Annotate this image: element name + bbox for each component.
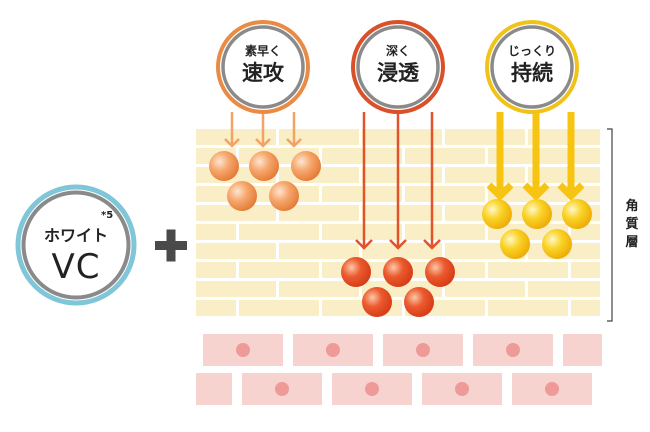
brick bbox=[405, 148, 485, 164]
lasting-arrow-3-head bbox=[557, 182, 585, 201]
brick bbox=[445, 167, 525, 183]
brick bbox=[196, 243, 276, 259]
brick bbox=[362, 243, 442, 259]
deep-arrow-3-head bbox=[423, 239, 441, 250]
fast-particle bbox=[249, 151, 279, 181]
cell-nucleus bbox=[545, 382, 559, 396]
brick bbox=[196, 129, 276, 145]
lasting-arrow-1-head bbox=[486, 182, 514, 201]
lasting-particle bbox=[542, 229, 572, 259]
badge-2-main: 浸透 bbox=[377, 61, 419, 85]
cell-nucleus bbox=[365, 382, 379, 396]
layer-label: 角 質 層 bbox=[622, 198, 642, 252]
brick bbox=[488, 148, 568, 164]
layer-bracket bbox=[607, 128, 613, 322]
fast-particle bbox=[227, 181, 257, 211]
cell-nucleus bbox=[416, 343, 430, 357]
brick bbox=[528, 129, 600, 145]
brick bbox=[488, 300, 568, 316]
living-skin-cells bbox=[196, 334, 602, 405]
deep-particle bbox=[404, 287, 434, 317]
brick bbox=[196, 224, 236, 240]
deep-arrow-2-head bbox=[389, 239, 407, 250]
vc-badge-ring bbox=[15, 184, 137, 306]
brick bbox=[571, 300, 600, 316]
brick bbox=[279, 205, 359, 221]
brick bbox=[445, 129, 525, 145]
brick bbox=[528, 167, 600, 183]
skin-cell bbox=[563, 334, 602, 366]
deep-particle bbox=[383, 257, 413, 287]
brick bbox=[196, 281, 276, 297]
brick bbox=[279, 243, 359, 259]
brick bbox=[362, 129, 442, 145]
badge-2-outer-ring bbox=[351, 20, 445, 114]
brick bbox=[196, 205, 276, 221]
deep-arrow-1-head bbox=[355, 239, 373, 250]
badge-3-main: 持続 bbox=[511, 61, 553, 85]
brick bbox=[362, 205, 442, 221]
penetration-arrows bbox=[224, 112, 585, 250]
lasting-arrow-2-head bbox=[522, 182, 550, 201]
badge-1-inner-ring bbox=[221, 25, 305, 109]
fast-arrow-3-head bbox=[286, 138, 302, 148]
vc-badge-inner-ring bbox=[21, 190, 131, 300]
brick bbox=[405, 224, 485, 240]
fast-arrow-1-head bbox=[224, 138, 240, 148]
cell-nucleus bbox=[326, 343, 340, 357]
brick bbox=[488, 262, 568, 278]
badge-3-sub: じっくり bbox=[507, 44, 556, 58]
skin-cell bbox=[196, 373, 232, 405]
vc-particles bbox=[209, 151, 592, 317]
brick bbox=[571, 262, 600, 278]
badge-1-main: 速攻 bbox=[242, 61, 284, 85]
deep-particle bbox=[362, 287, 392, 317]
cell-nucleus bbox=[455, 382, 469, 396]
brick bbox=[528, 281, 600, 297]
fast-arrow-2-head bbox=[255, 138, 271, 148]
lasting-particle bbox=[562, 199, 592, 229]
badge-1-outer-ring bbox=[216, 20, 310, 114]
feature-badges bbox=[216, 20, 579, 114]
brick bbox=[239, 224, 319, 240]
fast-particle bbox=[269, 181, 299, 211]
brick bbox=[322, 186, 402, 202]
brick bbox=[196, 300, 236, 316]
product-name: ホワイト bbox=[43, 226, 108, 245]
brick bbox=[322, 148, 402, 164]
brick bbox=[196, 262, 236, 278]
product-code: VC bbox=[51, 247, 101, 287]
cell-nucleus bbox=[506, 343, 520, 357]
brick bbox=[571, 148, 600, 164]
cell-nucleus bbox=[236, 343, 250, 357]
brick bbox=[445, 281, 525, 297]
badge-2-sub: 深く bbox=[385, 44, 410, 58]
brick bbox=[405, 186, 485, 202]
layer-label-char-2: 質 bbox=[625, 217, 639, 232]
plus-icon bbox=[155, 229, 187, 262]
brick bbox=[322, 224, 402, 240]
badge-3-outer-ring bbox=[485, 20, 579, 114]
deep-particle bbox=[341, 257, 371, 287]
lasting-particle bbox=[500, 229, 530, 259]
lasting-particle bbox=[522, 199, 552, 229]
brick bbox=[196, 186, 236, 202]
product-footnote: *5 bbox=[101, 210, 114, 221]
brick bbox=[362, 167, 442, 183]
cell-nucleus bbox=[275, 382, 289, 396]
layer-label-char-1: 角 bbox=[625, 199, 639, 214]
deep-particle bbox=[425, 257, 455, 287]
fast-particle bbox=[209, 151, 239, 181]
badge-3-inner-ring bbox=[490, 25, 574, 109]
brick bbox=[239, 300, 319, 316]
fast-particle bbox=[291, 151, 321, 181]
brick bbox=[239, 262, 319, 278]
layer-label-char-3: 層 bbox=[625, 235, 639, 250]
badge-1-sub: 素早く bbox=[244, 44, 281, 58]
brick bbox=[279, 281, 359, 297]
lasting-particle bbox=[482, 199, 512, 229]
badge-2-inner-ring bbox=[356, 25, 440, 109]
